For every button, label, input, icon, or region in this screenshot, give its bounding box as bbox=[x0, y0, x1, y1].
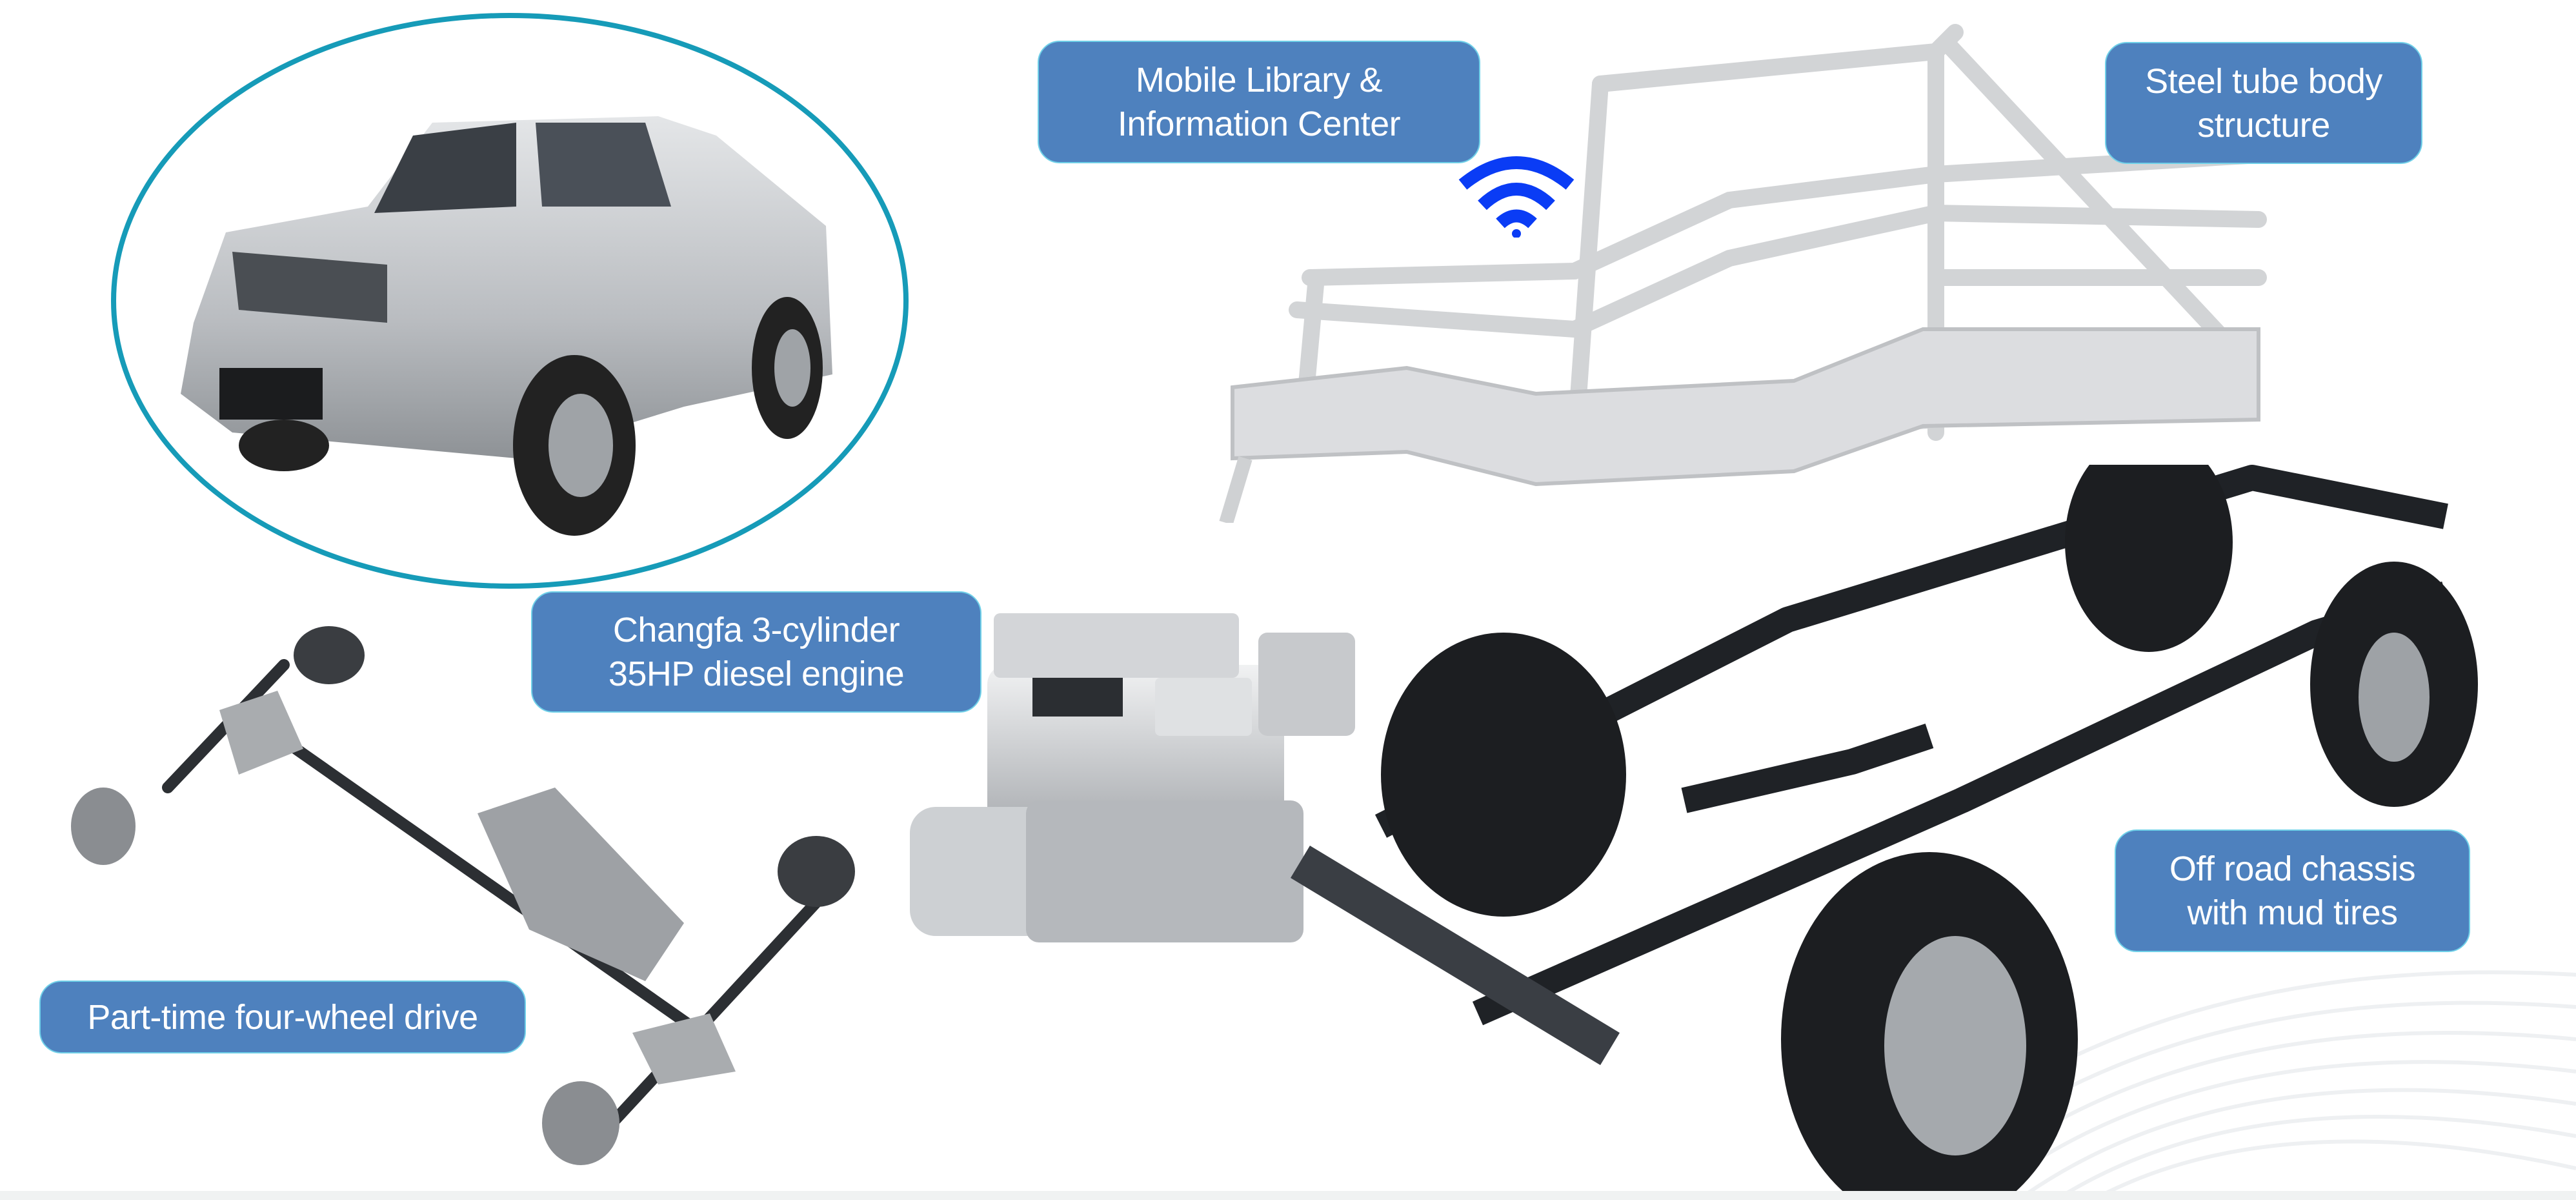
steel-tube-frame-image bbox=[1219, 24, 2267, 523]
wifi-icon bbox=[1458, 156, 1575, 238]
diesel-engine-label: Changfa 3-cylinder 35HP diesel engine bbox=[531, 591, 981, 713]
off-road-chassis-label: Off road chassis with mud tires bbox=[2115, 829, 2470, 952]
pickup-truck-image bbox=[181, 116, 832, 536]
diesel-engine-image bbox=[910, 613, 1355, 942]
four-wheel-drive-drivetrain-image bbox=[71, 626, 855, 1165]
bottom-strip bbox=[0, 1191, 2576, 1200]
truck-ellipse-frame bbox=[111, 13, 909, 589]
off-road-chassis-image bbox=[1291, 465, 2478, 1191]
part-time-4wd-label: Part-time four-wheel drive bbox=[39, 981, 526, 1053]
mobile-library-label: Mobile Library & Information Center bbox=[1038, 41, 1480, 163]
steel-tube-body-label: Steel tube body structure bbox=[2105, 42, 2422, 164]
